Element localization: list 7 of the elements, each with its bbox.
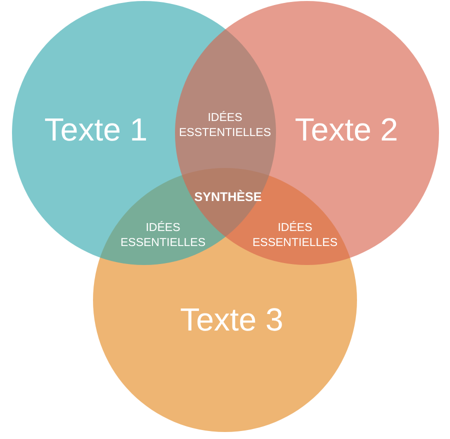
overlap-label: IDÉES ESSTENTIELLES [178, 111, 272, 141]
overlap-label: IDÉES ESSENTIELLES [252, 221, 338, 251]
circle-label: Texte 2 [294, 112, 398, 148]
circle-label: Texte 3 [180, 302, 284, 338]
overlap-label: IDÉES ESSENTIELLES [120, 221, 206, 251]
center-label: SYNTHÈSE [194, 188, 262, 206]
circle-label: Texte 1 [44, 112, 148, 148]
